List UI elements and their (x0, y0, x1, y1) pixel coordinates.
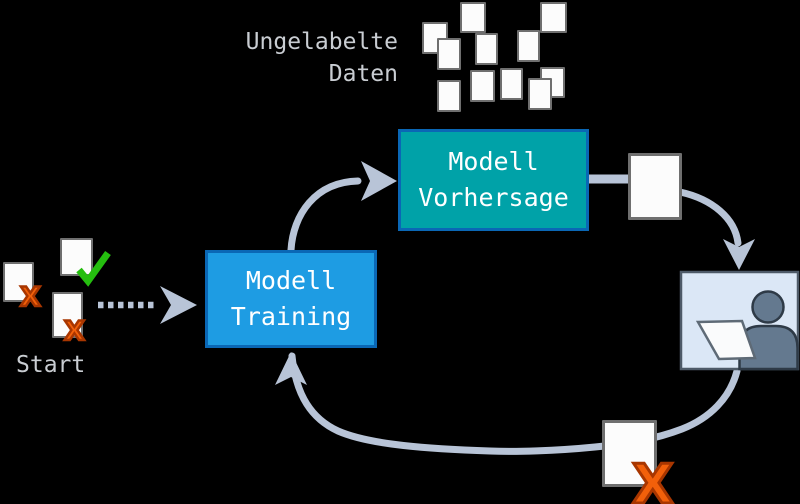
document-icon (60, 238, 93, 276)
x-mark-icon: X (631, 453, 676, 504)
start-arrowhead-icon (160, 286, 197, 324)
arrowhead-down-icon (723, 239, 755, 270)
model-prediction-label-line2: Vorhersage (418, 183, 569, 212)
person-head-icon (751, 290, 785, 324)
x-mark-icon: X (19, 282, 42, 313)
document-icon (540, 2, 567, 33)
arrow-training-to-prediction (287, 177, 362, 254)
document-icon (628, 153, 682, 220)
document-icon (460, 2, 486, 33)
model-prediction-box: Modell Vorhersage (398, 129, 589, 231)
document-icon (52, 292, 83, 338)
document-icon (475, 33, 498, 65)
document-icon (470, 70, 495, 102)
document-icon (437, 38, 461, 70)
document-icon (437, 80, 461, 112)
document-icon (517, 30, 540, 62)
document-icon (3, 262, 34, 302)
document-icon (602, 420, 657, 487)
model-training-label-line1: Modell (245, 266, 337, 295)
unlabeled-data-label-line2: Daten (328, 61, 398, 87)
arrowhead-up-icon (275, 352, 307, 385)
document-icon (500, 68, 523, 100)
laptop-icon (695, 319, 757, 361)
model-prediction-label-line1: Modell (448, 147, 539, 176)
arrow-annotator-to-training (288, 352, 741, 455)
check-icon (76, 250, 111, 287)
annotator-person-icon (679, 270, 800, 371)
x-mark-icon: X (63, 316, 86, 347)
unlabeled-data-label-line1: Ungelabelte (245, 29, 398, 55)
unlabeled-data-label: Ungelabelte Daten (180, 26, 398, 90)
model-training-box: Modell Training (205, 250, 377, 348)
document-icon (528, 78, 552, 110)
model-training-label-line2: Training (230, 302, 352, 331)
start-label: Start (16, 352, 86, 378)
arrow-doc-to-annotator (676, 188, 742, 247)
arrowhead-right-icon (361, 161, 397, 201)
